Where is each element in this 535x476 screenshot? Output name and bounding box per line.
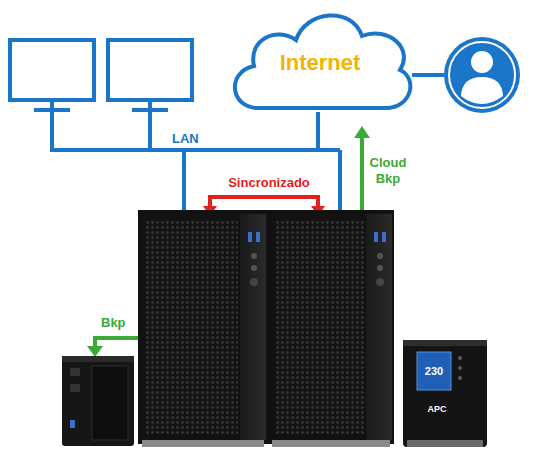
cloud-backup-arrowhead (354, 126, 370, 138)
backup-arrowhead (87, 346, 103, 357)
diagram-label: APC (416, 403, 458, 415)
cloud-backup-arrow (360, 136, 364, 212)
node-title: Internet (224, 51, 416, 75)
diagram-label: 230 (417, 364, 451, 378)
server-tower (268, 210, 394, 447)
ups-device (403, 340, 487, 447)
server-tower (138, 210, 268, 447)
diagram-label: Cloud Bkp (366, 155, 410, 187)
sync-arrow (210, 197, 318, 210)
cloud-node: Internet (224, 4, 416, 114)
user-icon (444, 37, 520, 113)
nas-device (62, 356, 134, 446)
user-link (412, 73, 444, 77)
lan-wiring (52, 110, 340, 212)
diagram-label: Sincronizado (214, 175, 324, 191)
diagram-label: LAN (172, 131, 212, 147)
monitor-right (108, 40, 192, 110)
monitor-left (10, 40, 94, 110)
diagram-label: Bkp (101, 315, 137, 331)
